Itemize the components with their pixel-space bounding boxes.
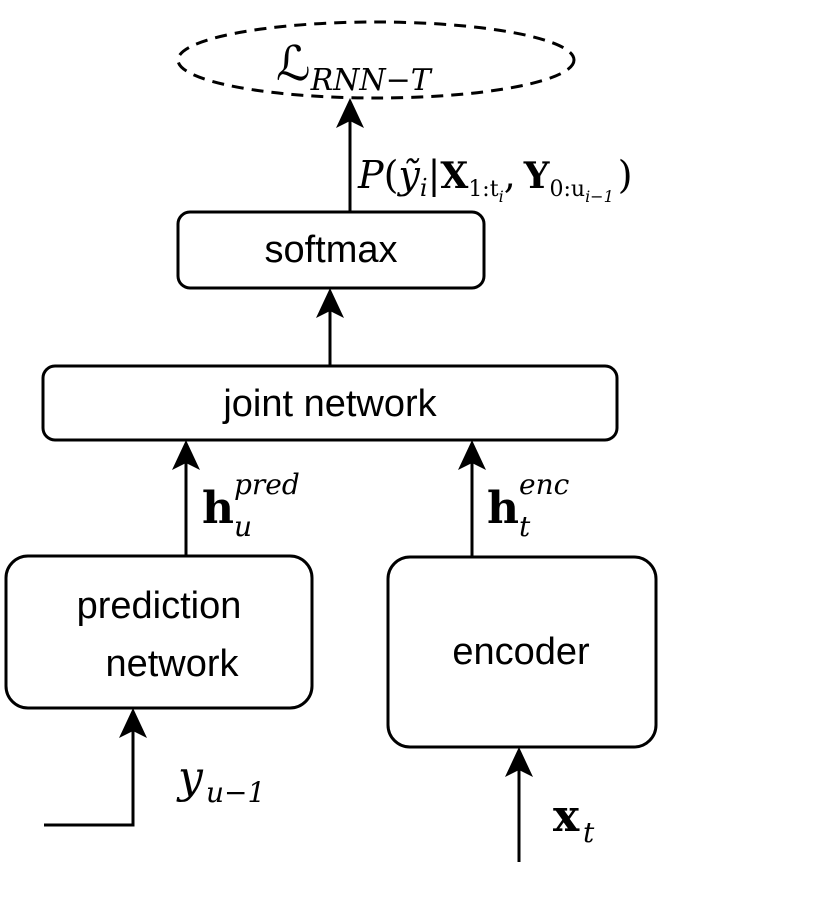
prediction-output-label: h u pred xyxy=(202,468,300,543)
svg-text:t: t xyxy=(583,816,595,849)
probability-label: P(ỹi|X1:ti,Y0:ui−1) xyxy=(357,153,633,206)
arrow-softmax-to-loss xyxy=(336,98,364,212)
svg-text:h: h xyxy=(487,483,519,534)
encoder-output-label: h t enc xyxy=(487,468,570,543)
arrow-input-to-encoder xyxy=(505,747,533,862)
loss-label: ℒRNN−T xyxy=(276,36,433,98)
prediction-input-label: y u−1 xyxy=(176,752,265,809)
svg-text:t: t xyxy=(519,510,531,543)
svg-text:h: h xyxy=(202,483,234,534)
arrow-prediction-to-joint xyxy=(172,440,200,556)
svg-text:enc: enc xyxy=(519,468,570,501)
svg-text:u−1: u−1 xyxy=(206,776,265,809)
svg-text:y: y xyxy=(176,752,204,803)
arrow-joint-to-softmax xyxy=(316,288,344,366)
encoder-label: encoder xyxy=(452,631,590,673)
prediction-network-box xyxy=(4,554,314,710)
svg-text:u: u xyxy=(234,510,252,543)
softmax-label: softmax xyxy=(264,229,397,271)
svg-text:x: x xyxy=(553,791,580,842)
softmax-box xyxy=(176,210,486,290)
encoder-box xyxy=(386,555,658,749)
arrow-input-to-prediction xyxy=(44,708,147,827)
prediction-network-label-line2: network xyxy=(105,643,239,685)
encoder-input-label: x t xyxy=(553,791,595,849)
arrow-encoder-to-joint xyxy=(458,440,486,557)
loss-node xyxy=(176,20,576,100)
prediction-network-label-line1: prediction xyxy=(77,585,242,627)
joint-network-label: joint network xyxy=(222,383,437,425)
svg-text:pred: pred xyxy=(234,468,300,501)
